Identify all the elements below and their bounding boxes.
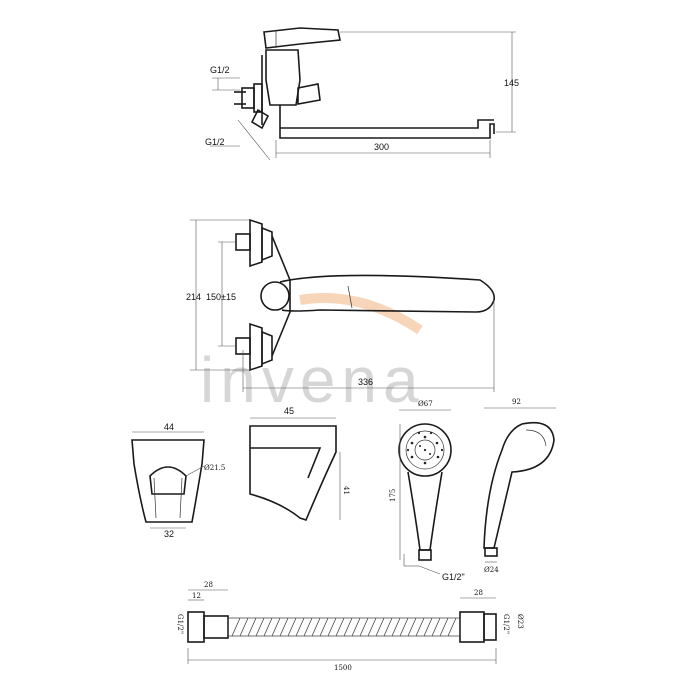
dim-g12-upper: G1/2 [210, 65, 230, 75]
holder-side-dim-45: 45 [284, 406, 294, 416]
hose-dim-left-12: 12 [192, 592, 201, 600]
watermark-text: invena [200, 344, 425, 416]
holder-side-dim-41: 41 [342, 486, 350, 495]
holder-dim-hole: Ø21.5 [204, 464, 225, 472]
hand-shower-dim-24: Ø24 [484, 566, 499, 574]
shower-nozzles [406, 431, 444, 465]
hand-shower-side-view: 92 Ø24 [483, 398, 556, 574]
hose-corrugation [231, 617, 457, 637]
hose-dim-right-dia: Ø23 [516, 614, 524, 629]
hose-dim-left-label: G1/2" [176, 614, 184, 634]
dim-g12-lower: G1/2 [205, 137, 225, 147]
hose-dim-right-label: G1/2" [502, 614, 510, 634]
dim-spout-300: 300 [374, 142, 389, 152]
dim-total-height-214: 214 [186, 292, 201, 302]
hand-shower-dim-92: 92 [512, 398, 521, 406]
hose-dim-left-28: 28 [204, 581, 213, 589]
hose-dim-1500: 1500 [334, 664, 352, 672]
dim-height-145: 145 [504, 78, 519, 88]
mixer-side-view [234, 27, 495, 139]
holder-front-view: 44 Ø21.5 32 [131, 422, 225, 539]
shower-hose [187, 611, 497, 643]
hand-shower-dim-thread: G1/2" [442, 572, 465, 582]
watermark: invena [200, 293, 425, 416]
holder-dim-44: 44 [164, 422, 174, 432]
dim-length-336: 336 [358, 377, 373, 387]
holder-side-view: 45 41 [249, 406, 350, 521]
front-view-dimensions: 214 150±15 336 [186, 219, 495, 392]
holder-dim-32: 32 [164, 529, 174, 539]
side-view-dimensions: G1/2 G1/2 145 300 [205, 31, 519, 161]
hose-dimensions: 28 12 G1/2" 28 G1/2" Ø23 1500 [176, 581, 524, 672]
hand-shower-front-view: Ø67 175 G1/2" [389, 400, 465, 582]
hand-shower-dim-67: Ø67 [418, 400, 433, 408]
dim-spacing-150: 150±15 [206, 292, 236, 302]
hand-shower-dim-175: 175 [389, 489, 397, 502]
hose-dim-right-28: 28 [474, 589, 483, 597]
watermark-swoosh [299, 293, 423, 335]
